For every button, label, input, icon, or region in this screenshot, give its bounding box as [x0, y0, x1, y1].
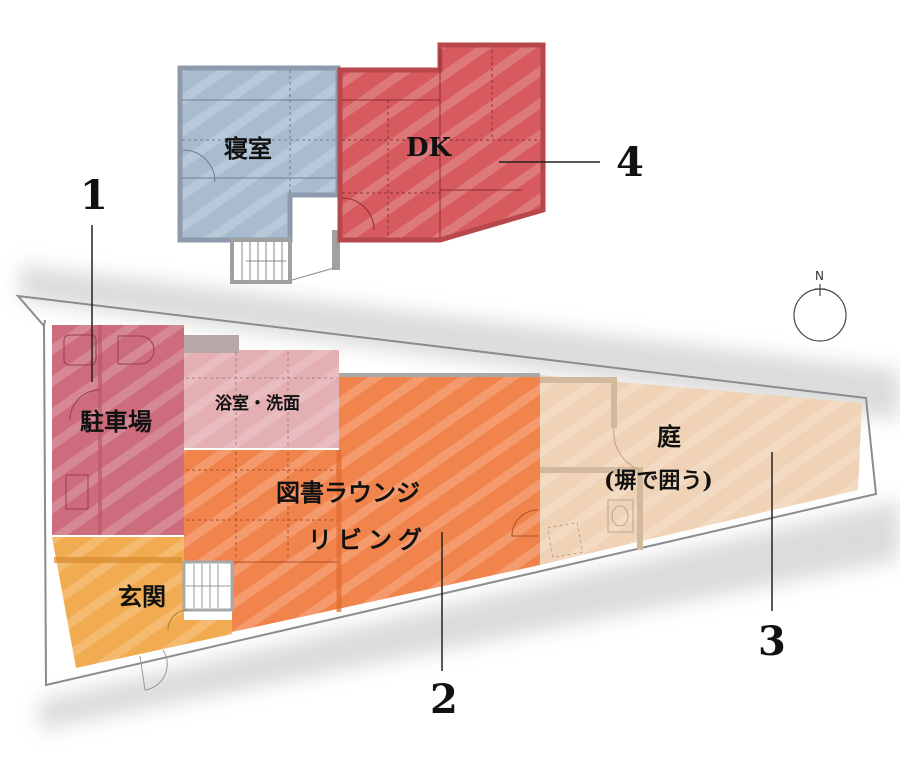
room-label-parking: 駐車場	[80, 407, 152, 436]
room-label-bath: 浴室・洗面	[215, 394, 300, 414]
compass-north-label: N	[815, 269, 824, 283]
site-boundary	[15, 294, 878, 687]
compass-icon	[793, 288, 847, 342]
callout-number-2: 2	[430, 676, 458, 723]
room-label-bedroom: 寝室	[224, 134, 272, 163]
ground-floor	[52, 325, 862, 691]
room-label-living: リビング	[308, 525, 428, 554]
callout-number-3: 3	[758, 618, 786, 665]
room-label-dk: DK	[406, 133, 452, 163]
callout-number-4: 4	[616, 139, 644, 186]
room-label-garden: 庭	[657, 422, 681, 451]
room-label-entrance: 玄関	[118, 582, 166, 611]
shadow-band	[20, 265, 900, 730]
room-label-garden-note: (塀で囲う)	[604, 468, 713, 494]
callout-number-1: 1	[80, 172, 108, 219]
room-label-library: 図書ラウンジ	[276, 478, 420, 507]
upper-floor	[177, 42, 546, 284]
